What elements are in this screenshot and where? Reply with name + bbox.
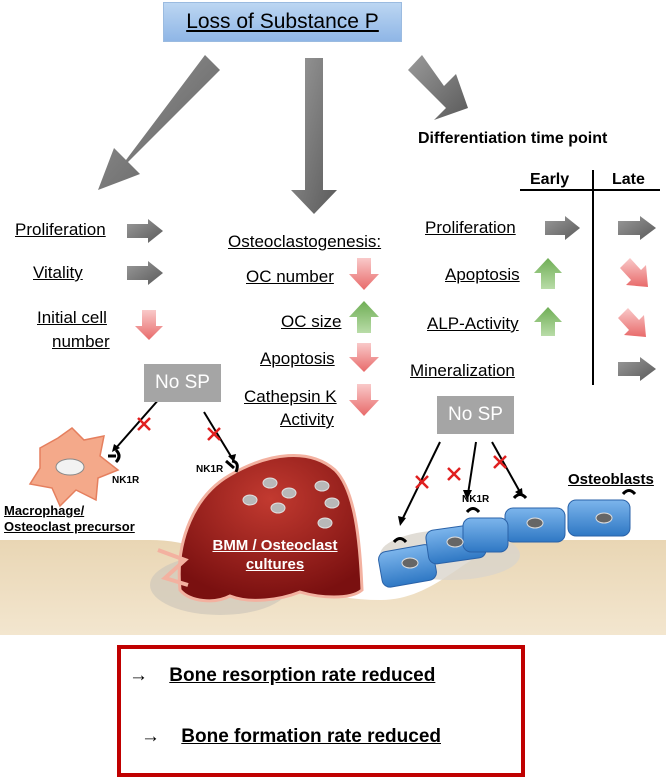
arrow-right-icon [545, 216, 580, 240]
arrow-left-big [98, 55, 220, 190]
middle-item-oc-number: OC number [246, 267, 334, 286]
middle-item-activity: Activity [280, 410, 334, 429]
arrow-down-icon [349, 343, 379, 372]
bmm-label-2: cultures [245, 556, 305, 573]
arrow-up-icon [534, 307, 562, 336]
arrow-right-icon [618, 357, 656, 381]
summary-arrow: → [129, 665, 148, 686]
osteoblasts-label: Osteoblasts [568, 471, 654, 488]
summary-text-resorption: Bone resorption rate reduced [169, 665, 436, 686]
receptor-icon [108, 448, 121, 464]
arrow-right-icon [127, 219, 163, 243]
arrow-down-icon [135, 310, 163, 340]
summary-text-formation: Bone formation rate reduced [181, 726, 441, 747]
arrow-right-big [408, 55, 468, 120]
arrow-middle-big [291, 58, 337, 214]
right-item-alp: ALP-Activity [427, 314, 519, 333]
left-item-initial-cell: Initial cell [37, 308, 107, 327]
summary-box: → Bone resorption rate reduced → Bone fo… [117, 645, 525, 777]
receptor-label: NK1R [112, 475, 140, 486]
arrow-up-icon [534, 258, 562, 289]
middle-item-cathepsin: Cathepsin K [244, 387, 337, 406]
page-title: Loss of Substance P [163, 2, 402, 42]
left-item-proliferation: Proliferation [15, 220, 106, 239]
no-sp-label-left: No SP [144, 364, 221, 402]
arrow-right-icon [618, 216, 656, 240]
col-early: Early [530, 171, 570, 188]
receptor-label: NK1R [196, 464, 224, 475]
right-item-apoptosis: Apoptosis [445, 265, 520, 284]
arrow-up-icon [349, 301, 379, 333]
arrow-down-right-icon [618, 308, 646, 337]
macrophage-label-2: Osteoclast precursor [4, 519, 135, 534]
arrow-down-icon [349, 384, 379, 416]
macrophage-label-1: Macrophage/ [4, 503, 85, 518]
arrow-down-right-icon [620, 258, 648, 287]
arrow-down-icon [349, 258, 379, 290]
right-item-proliferation: Proliferation [425, 218, 516, 237]
summary-line-resorption: → Bone resorption rate reduced [129, 665, 435, 687]
middle-heading: Osteoclastogenesis: [228, 232, 382, 251]
right-item-mineralization: Mineralization [410, 361, 515, 380]
arrow-right-icon [127, 261, 163, 285]
summary-arrow: → [141, 726, 160, 747]
bmm-label-1: BMM / Osteoclast [212, 537, 338, 554]
summary-line-formation: → Bone formation rate reduced [141, 726, 441, 748]
middle-item-apoptosis: Apoptosis [260, 349, 335, 368]
block-mark-icon [137, 417, 507, 489]
osteoclast-cell [177, 453, 364, 603]
no-sp-label-right: No SP [437, 396, 514, 434]
receptor-label: NK1R [462, 494, 490, 505]
left-item-number: number [52, 332, 110, 351]
left-item-vitality: Vitality [33, 263, 83, 282]
col-late: Late [612, 171, 645, 188]
right-heading: Differentiation time point [418, 130, 608, 147]
middle-item-oc-size: OC size [281, 312, 342, 331]
